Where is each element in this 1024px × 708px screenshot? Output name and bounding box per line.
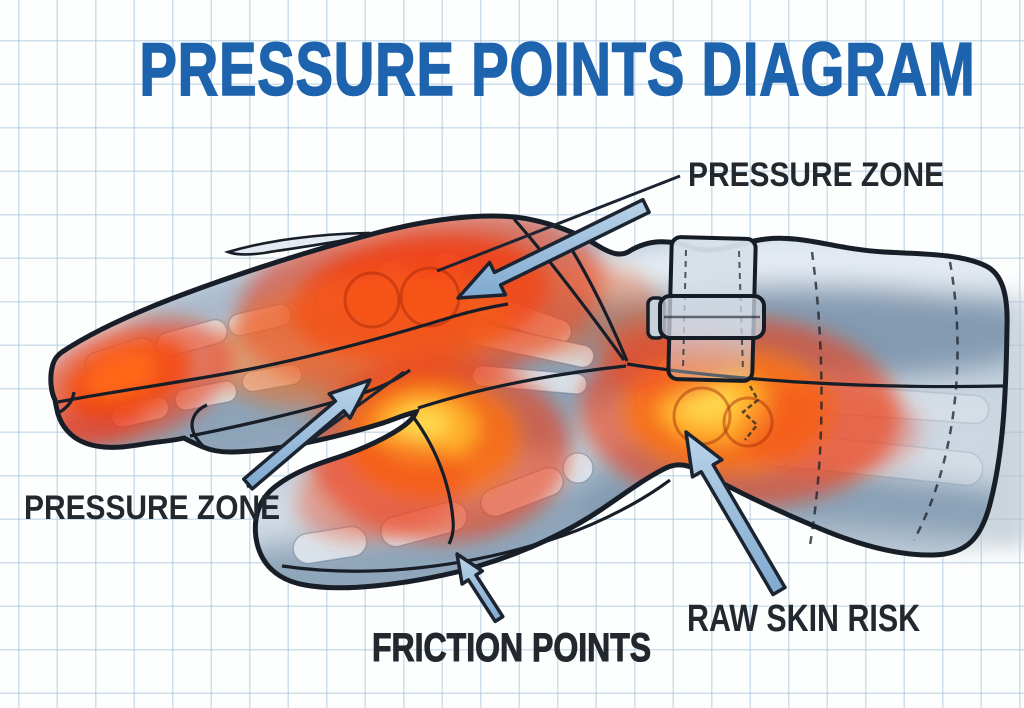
pressure-zone-left-arrow	[242, 378, 372, 491]
heat-zone-wrist	[580, 312, 920, 508]
annotation-arrows	[242, 174, 787, 624]
heat-zones	[50, 216, 920, 543]
raw-skin-risk-arrow	[684, 430, 787, 597]
page-title: PRESSURE POINTS DIAGRAM	[0, 26, 1024, 112]
label-friction-points: FRICTION POINTS	[372, 625, 652, 670]
page-title-text: PRESSURE POINTS DIAGRAM	[139, 26, 976, 112]
label-raw-skin-risk: RAW SKIN RISK	[687, 598, 921, 640]
wrist-strap	[646, 235, 766, 383]
label-pressure-zone-left: PRESSURE ZONE	[24, 489, 281, 527]
pressure-zone-top-leader-line	[436, 174, 681, 273]
heat-zone-thumb-web	[296, 358, 570, 543]
pressure-zone-top-arrow	[456, 197, 651, 300]
label-pressure-zone-top: PRESSURE ZONE	[688, 156, 945, 194]
friction-points-arrow	[455, 552, 505, 624]
